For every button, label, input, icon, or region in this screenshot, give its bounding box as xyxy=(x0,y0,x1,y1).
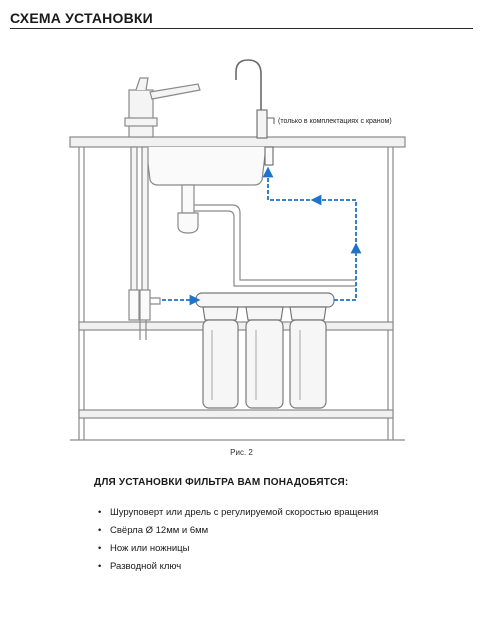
drain-siphon xyxy=(177,184,356,287)
page-title: СХЕМА УСТАНОВКИ xyxy=(10,10,153,26)
installation-diagram xyxy=(69,59,406,441)
tools-heading: ДЛЯ УСТАНОВКИ ФИЛЬТРА ВАМ ПОНАДОБЯТСЯ: xyxy=(94,477,349,488)
bullet-icon: • xyxy=(98,525,102,536)
title-divider xyxy=(10,28,473,29)
bullet-icon: • xyxy=(98,561,102,572)
faucet-note: (только в комплектациях с краном) xyxy=(278,118,392,125)
sink-bowl xyxy=(145,146,267,186)
list-item: •Нож или ножницы xyxy=(98,540,378,558)
figure-caption: Рис. 2 xyxy=(230,448,253,457)
list-item: •Свёрла Ø 12мм и 6мм xyxy=(98,522,378,540)
list-item: •Шуруповерт или дрель с регулируемой ско… xyxy=(98,504,378,522)
cabinet-floor xyxy=(78,409,394,419)
countertop xyxy=(69,136,406,148)
list-item: •Разводной ключ xyxy=(98,558,378,576)
supply-pipes xyxy=(128,146,161,340)
mixer-tap xyxy=(124,77,201,138)
filter-faucet xyxy=(235,59,275,166)
filter-housings xyxy=(195,292,335,409)
water-flow-arrows xyxy=(162,166,362,306)
tools-list: •Шуруповерт или дрель с регулируемой ско… xyxy=(98,504,378,576)
bullet-icon: • xyxy=(98,543,102,554)
bullet-icon: • xyxy=(98,507,102,518)
